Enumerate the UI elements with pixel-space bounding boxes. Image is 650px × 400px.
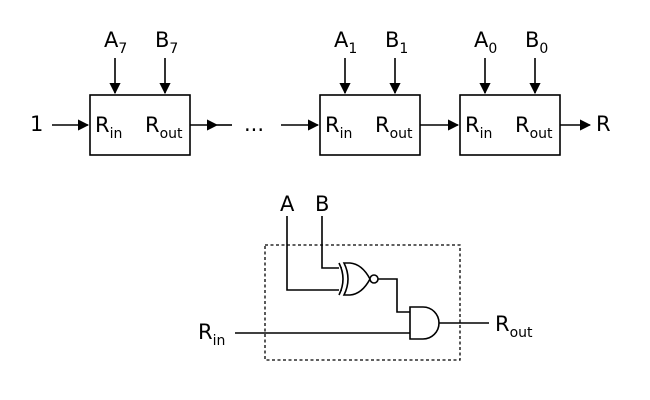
- chain-output-label: R: [596, 112, 611, 136]
- cell-1-box: [319, 94, 421, 156]
- a-wire: [286, 216, 342, 291]
- detail-rout-label: Rout: [495, 312, 533, 341]
- cell-1-rout-label: Rout: [375, 113, 413, 142]
- cell-boundary: [264, 244, 461, 361]
- and-gate: [409, 306, 440, 340]
- b-wire: [321, 216, 342, 269]
- detail-rin-label: Rin: [198, 320, 225, 349]
- xnor-gate: [338, 262, 379, 296]
- cell-7-rin-label: Rin: [95, 113, 122, 142]
- xnor-to-and-wire: [378, 278, 410, 313]
- cell-0: A0 B0 Rin Rout: [459, 28, 561, 156]
- cell-7-rout-label: Rout: [145, 113, 183, 142]
- cell-0-b-label: B0: [525, 28, 548, 57]
- detail-a-label: A: [280, 192, 295, 216]
- cell-7: A7 B7 Rin Rout: [89, 28, 191, 156]
- xnor-bubble: [369, 274, 379, 284]
- cell-0-rin-label: Rin: [465, 113, 492, 142]
- cell-0-box: [459, 94, 561, 156]
- cell-1-b-label: B1: [385, 28, 408, 57]
- cell-1-a-label: A1: [334, 28, 357, 57]
- xnor-body: [342, 262, 371, 296]
- chain-input-label: 1: [30, 112, 43, 136]
- cell-7-b-label: B7: [155, 28, 178, 57]
- ellipsis: ...: [244, 112, 264, 136]
- xnor-input-curve: [338, 262, 344, 296]
- cell-7-a-label: A7: [104, 28, 127, 57]
- cell-1-rin-label: Rin: [325, 113, 352, 142]
- detail-b-label: B: [315, 192, 329, 216]
- cell-0-rout-label: Rout: [515, 113, 553, 142]
- cell-0-a-label: A0: [474, 28, 497, 57]
- cell-1: A1 B1 Rin Rout: [319, 28, 421, 156]
